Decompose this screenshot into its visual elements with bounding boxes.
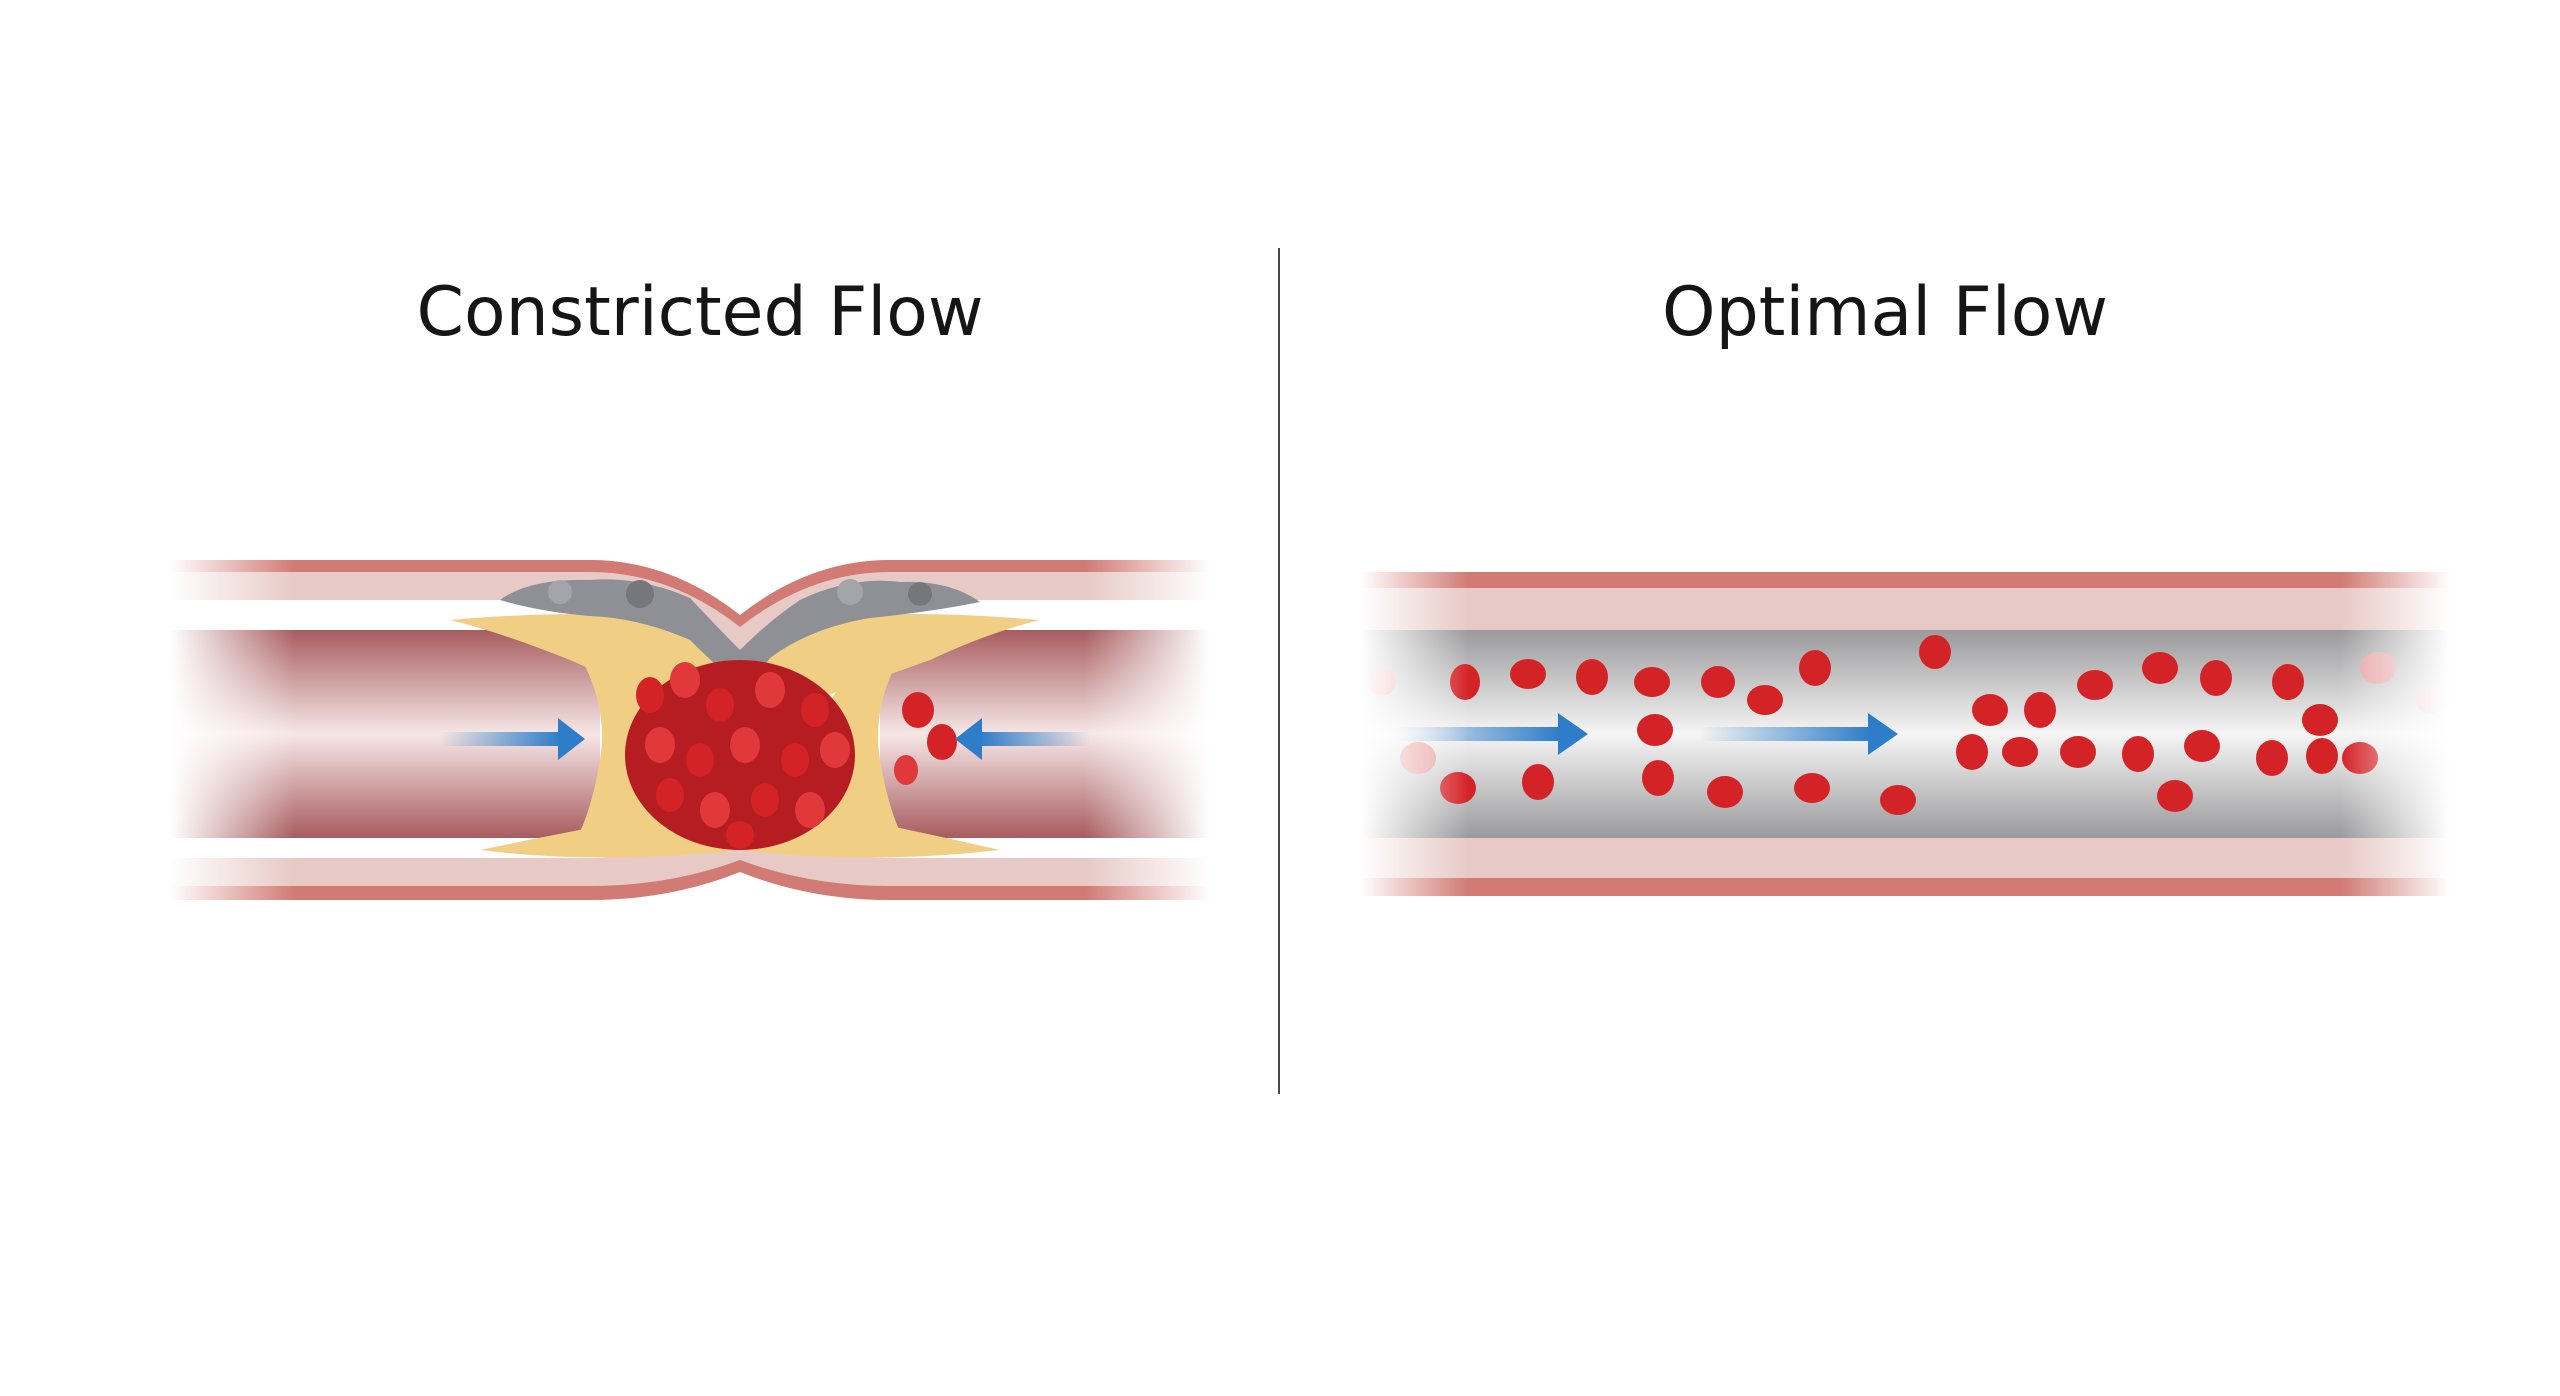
optimal-vessel-illustration [1360, 560, 2450, 910]
constricted-vessel-illustration [170, 550, 1210, 910]
constricted-flow-title: Constricted Flow [416, 273, 984, 352]
panel-divider [1278, 248, 1280, 1094]
optimal-flow-title: Optimal Flow [1662, 273, 2108, 352]
